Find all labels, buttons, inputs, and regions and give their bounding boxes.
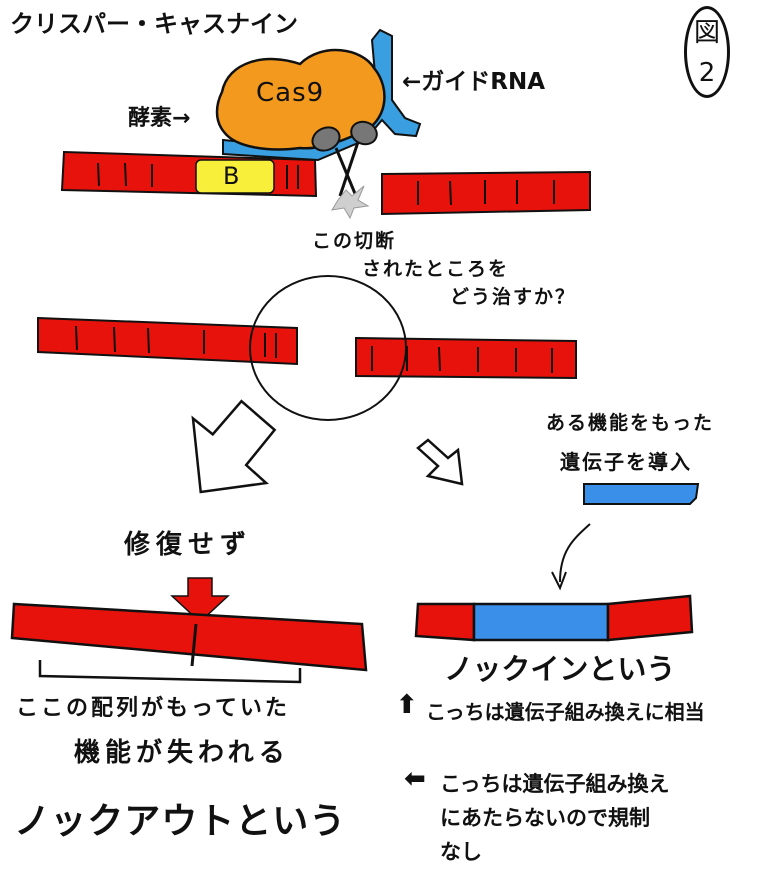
knockin-heading: ノックインという: [444, 652, 676, 686]
dna-strand-knockin: [414, 594, 694, 642]
inserted-gene-bar: [583, 483, 700, 505]
figure-title: クリスパー・キャスナイン: [10, 10, 298, 38]
arrow-to-knockin-icon: [416, 438, 464, 486]
lost-function-line-1: ここの配列がもっていた: [16, 696, 290, 721]
dna-strand-middle-left: [37, 316, 298, 366]
no-repair-label: 修復せず: [124, 530, 253, 560]
question-line-3: どう治すか？: [450, 286, 577, 308]
lost-function-line-2: 機能が失われる: [74, 738, 290, 768]
dna-strand-middle-right: [355, 336, 577, 380]
gene-label-line-1: ある機能をもった: [546, 412, 715, 434]
dna-strand-top-left: [60, 150, 318, 198]
b-segment-label: B: [223, 162, 240, 190]
knockout-note-line-1: こっちは遺伝子組み換え: [440, 772, 670, 796]
red-down-arrow-icon: [170, 577, 230, 624]
enzyme-label: 酵素→: [128, 106, 191, 131]
figure-badge-top: 図: [693, 18, 720, 48]
knockout-bracket: [38, 660, 302, 684]
scissors-icon: [311, 120, 378, 197]
question-line-1: この切断: [312, 230, 397, 252]
question-line-2: されたところを: [362, 258, 510, 280]
figure-number-badge: 図 2: [684, 6, 730, 98]
gene-label-line-2: 遺伝子を導入: [560, 450, 692, 474]
cas9-label: Cas9: [256, 78, 325, 108]
dna-strand-knockout: [10, 602, 368, 672]
knockin-note: こっちは遺伝子組み換えに相当: [426, 700, 705, 724]
dna-strand-top-right: [381, 170, 591, 216]
cut-spark-icon: [331, 185, 370, 220]
knockout-note-line-3: なし: [440, 840, 482, 864]
guide-rna-label: ←ガイドRNA: [402, 69, 546, 95]
knockout-note-line-2: にあたらないので規制: [440, 806, 650, 830]
left-arrow-icon: ⬅: [404, 764, 426, 794]
gap-highlight-circle: [249, 275, 407, 421]
b-segment-box: [195, 159, 275, 194]
figure-badge-bottom: 2: [698, 58, 716, 88]
gene-insert-arrow: [559, 523, 591, 583]
arrow-to-knockout-icon: [191, 399, 277, 494]
up-arrow-icon: ⬆: [396, 690, 418, 720]
gene-insert-arrowhead-icon: [551, 571, 567, 591]
knockout-heading: ノックアウトという: [14, 801, 347, 842]
